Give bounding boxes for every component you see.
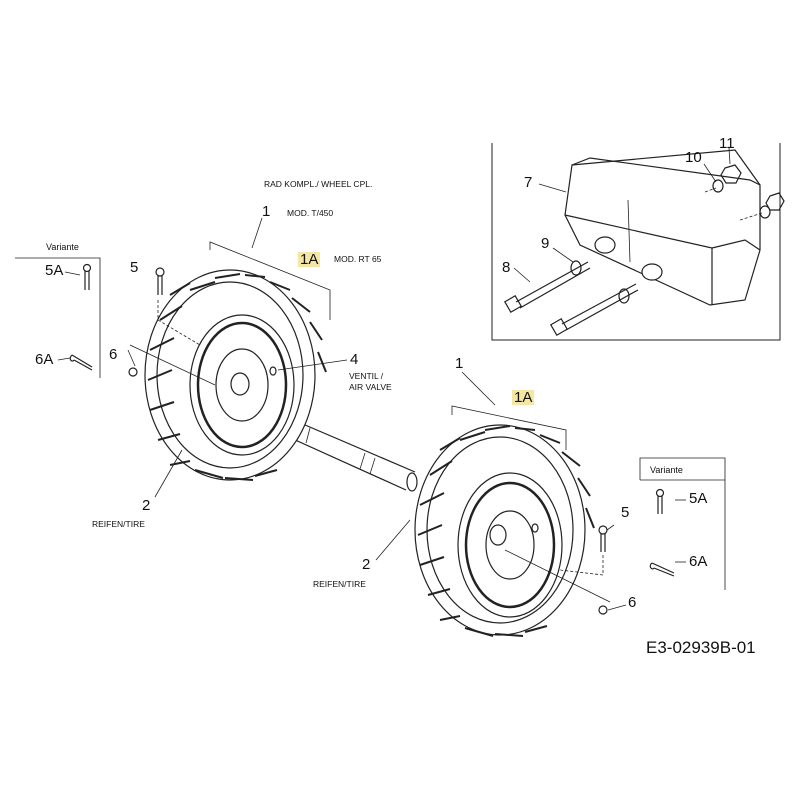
drawing-code: E3-02939B-01: [646, 638, 756, 657]
callout-5a-right: 5A: [689, 490, 708, 507]
washer-10-a: [712, 179, 724, 193]
tire-label-left: REIFEN/TIRE: [92, 519, 145, 529]
variant-clip-left: [69, 354, 93, 371]
callout-1-right: 1: [455, 355, 464, 372]
callout-9: 9: [541, 235, 550, 252]
callout-1a-right: 1A: [512, 389, 535, 406]
bolts: [503, 261, 639, 337]
variant-clip-right: [649, 562, 675, 577]
nut-11-a: [720, 164, 742, 184]
clip-right: [598, 605, 608, 615]
variant-pin-right: [655, 488, 665, 514]
variant-title-left: Variante: [46, 242, 79, 252]
pin-left: [155, 267, 165, 295]
callout-5-left: 5: [130, 259, 139, 276]
callout-11: 11: [719, 135, 735, 152]
nut-11-b: [765, 192, 785, 211]
callout-10: 10: [685, 149, 702, 166]
callout-6-left: 6: [109, 346, 118, 363]
callout-2-right: 2: [362, 556, 371, 573]
pin-right: [598, 525, 608, 552]
weight-block: [564, 149, 761, 306]
weight-box-frame: [491, 143, 781, 341]
callout-6a-left: 6A: [35, 351, 54, 368]
variant-pin-left: [82, 263, 92, 290]
variant-box-left: [15, 257, 101, 378]
callout-6a-right: 6A: [689, 553, 708, 570]
callout-5a-left: 5A: [45, 262, 64, 279]
washer-upper: [570, 260, 582, 276]
tire-label-right: REIFEN/TIRE: [313, 579, 366, 589]
clip-left: [128, 367, 138, 377]
valve-label-2: AIR VALVE: [349, 382, 392, 392]
variant-title-right: Variante: [650, 465, 683, 475]
callout-8: 8: [502, 259, 511, 276]
callout-1-left: 1: [262, 203, 271, 220]
left-wheel: [144, 269, 327, 481]
callout-7: 7: [524, 174, 533, 191]
washer-lower: [618, 288, 630, 304]
washer-10-b: [759, 205, 771, 219]
callout-2-left: 2: [142, 497, 151, 514]
wheel-complete-label: RAD KOMPL./ WHEEL CPL.: [264, 179, 373, 189]
callout-4: 4: [350, 351, 359, 368]
variant-box-right: [639, 457, 726, 590]
callout-1a-left: 1A: [298, 251, 321, 268]
valve-label: VENTIL /: [349, 371, 384, 381]
model-t450-label: MOD. T/450: [287, 208, 334, 218]
callout-6-right: 6: [628, 594, 637, 611]
model-rt65-label: MOD. RT 65: [334, 254, 382, 264]
right-wheel: [414, 424, 595, 637]
callout-5-right: 5: [621, 504, 630, 521]
